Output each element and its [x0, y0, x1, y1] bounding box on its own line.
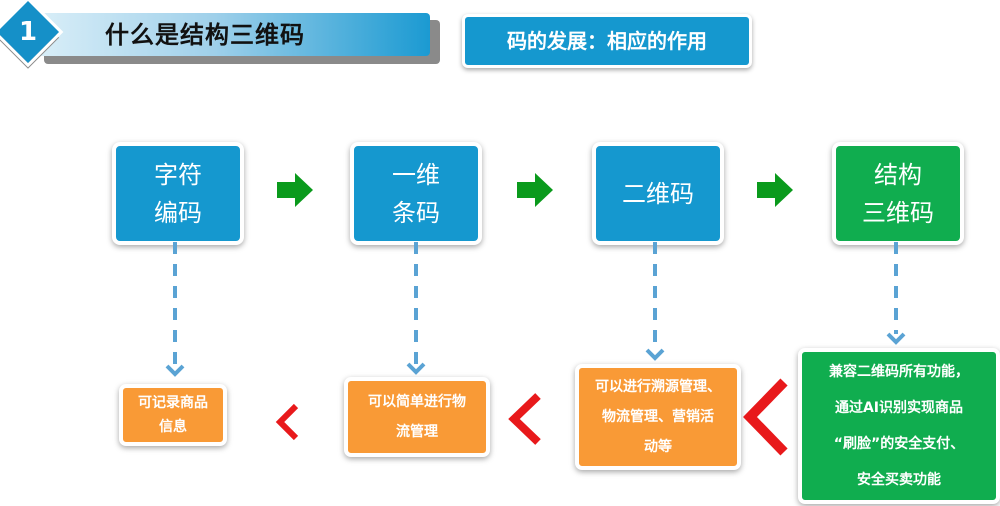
stage-character-encoding: 字符 编码: [112, 142, 244, 245]
dashed-down-arrow-icon: [886, 242, 906, 345]
result-barcode: 可以简单进行物 流管理: [344, 377, 490, 457]
arrow-right-icon: [277, 173, 313, 207]
result-text-line: 动等: [644, 439, 672, 455]
result-qr-code: 可以进行溯源管理、 物流管理、营销活 动等: [575, 364, 741, 470]
result-text-line: “刷脸”的安全支付、: [833, 436, 965, 452]
result-character-encoding: 可记录商品 信息: [119, 384, 227, 446]
arrow-right-icon: [517, 173, 553, 207]
result-text-line: 可以简单进行物: [368, 394, 466, 410]
chevron-left-icon: [275, 403, 299, 441]
section-number: 1: [18, 17, 38, 47]
dashed-down-arrow-icon: [645, 242, 665, 361]
result-text-line: 物流管理、营销活: [602, 409, 714, 425]
stage-label-line: 一维: [392, 160, 440, 189]
stage-label-line: 条码: [392, 198, 440, 227]
result-text-line: 流管理: [396, 424, 438, 440]
stage-label-line: 字符: [154, 160, 202, 189]
result-structured-3d-code: 兼容二维码所有功能， 通过AI识别实现商品 “刷脸”的安全支付、 安全买卖功能: [798, 348, 1000, 504]
stage-barcode: 一维 条码: [350, 142, 482, 245]
result-text-line: 信息: [159, 419, 187, 435]
dashed-down-arrow-icon: [406, 242, 426, 375]
stage-structured-3d-code: 结构 三维码: [832, 142, 964, 245]
result-text-line: 通过AI识别实现商品: [834, 400, 964, 416]
chevron-left-icon: [508, 393, 541, 445]
stage-label-line: 三维码: [862, 198, 934, 227]
chevron-left-icon: [743, 378, 788, 456]
stage-label-line: 结构: [874, 160, 922, 189]
stage-label-line: 编码: [154, 198, 202, 227]
result-text-line: 可以进行溯源管理、: [595, 379, 721, 395]
stage-label-line: 二维码: [622, 179, 694, 208]
result-text-line: 可记录商品: [138, 395, 208, 411]
result-text-line: 安全买卖功能: [857, 472, 941, 488]
result-text-line: 兼容二维码所有功能，: [829, 364, 969, 380]
subtitle-box: 码的发展：相应的作用: [462, 14, 752, 68]
arrow-right-icon: [757, 173, 793, 207]
title-banner: [38, 13, 430, 56]
dashed-down-arrow-icon: [165, 242, 185, 377]
page-title: 什么是结构三维码: [105, 21, 305, 49]
stage-qr-code: 二维码: [592, 142, 724, 245]
